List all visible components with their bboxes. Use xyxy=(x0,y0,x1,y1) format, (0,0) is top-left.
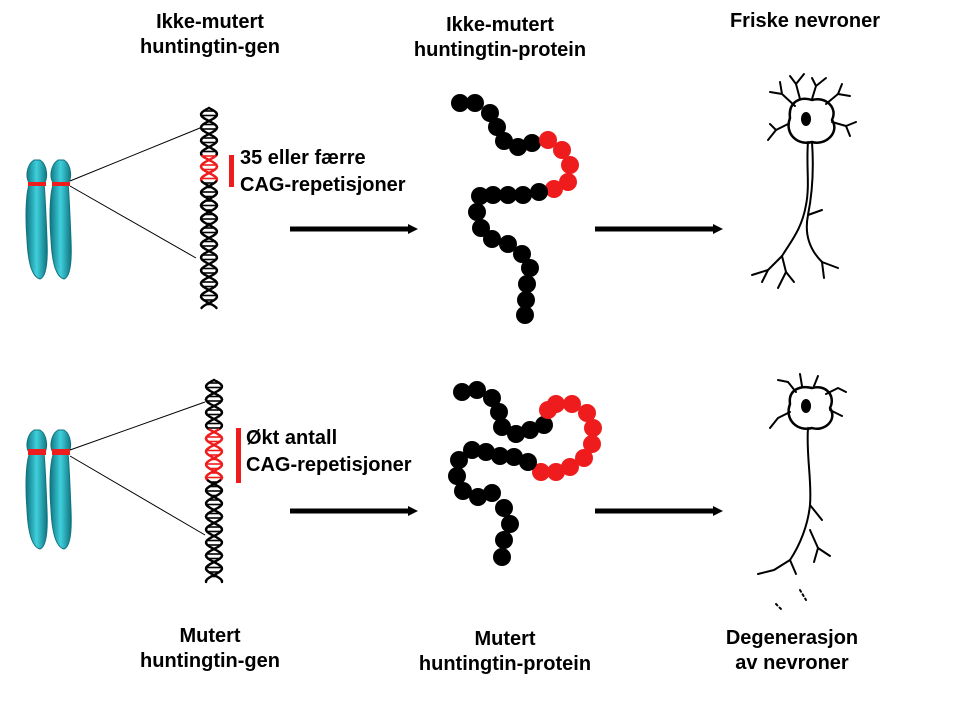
neurons-degenerating-line2: av nevroner xyxy=(735,652,849,674)
polyglutamine-bead xyxy=(539,131,557,149)
protein-chain-icon-normal xyxy=(451,94,579,324)
amino-acid-bead xyxy=(484,186,502,204)
amino-acid-bead xyxy=(490,403,508,421)
amino-acid-bead xyxy=(493,548,511,566)
amino-acid-bead xyxy=(523,134,541,152)
polyglutamine-bead xyxy=(553,141,571,159)
cag-bar-expanded xyxy=(236,428,241,483)
polyglutamine-bead xyxy=(532,463,550,481)
amino-acid-bead xyxy=(518,275,536,293)
cag-normal-line1: 35 eller færre xyxy=(240,147,366,169)
amino-acid-bead xyxy=(521,421,539,439)
neurons-degenerating-line1: Degenerasjon xyxy=(725,627,859,649)
amino-acid-bead xyxy=(472,219,490,237)
amino-acid-bead xyxy=(514,186,532,204)
amino-acid-bead xyxy=(495,499,513,517)
neurons-healthy-label: Friske nevroner xyxy=(705,9,905,34)
cag-expanded-label: Økt antall CAG-repetisjoner xyxy=(246,425,412,479)
amino-acid-bead xyxy=(517,291,535,309)
amino-acid-bead xyxy=(505,448,523,466)
protein-mutant-label: Mutert huntingtin-protein xyxy=(390,627,620,677)
amino-acid-bead xyxy=(499,235,517,253)
protein-mutant-label-line2: huntingtin-protein xyxy=(418,653,592,675)
gene-normal-label: Ikke-mutert huntingtin-gen xyxy=(115,10,305,60)
chromosome-icon-top xyxy=(25,159,72,280)
amino-acid-bead xyxy=(516,306,534,324)
amino-acid-bead xyxy=(519,453,537,471)
amino-acid-bead xyxy=(481,104,499,122)
amino-acid-bead xyxy=(483,484,501,502)
dna-helix-icon-normal xyxy=(199,106,219,310)
amino-acid-bead xyxy=(469,488,487,506)
gene-mutant-label: Mutert huntingtin-gen xyxy=(115,624,305,674)
amino-acid-bead xyxy=(483,230,501,248)
polyglutamine-bead xyxy=(561,156,579,174)
neuron-icon-healthy xyxy=(751,73,857,289)
neurons-healthy-label-text: Friske nevroner xyxy=(729,10,881,32)
amino-acid-bead xyxy=(521,259,539,277)
protein-chain-icon-mutant xyxy=(448,381,602,566)
amino-acid-bead xyxy=(453,383,471,401)
amino-acid-bead xyxy=(495,132,513,150)
amino-acid-bead xyxy=(483,389,501,407)
amino-acid-bead xyxy=(471,187,489,205)
amino-acid-bead xyxy=(513,245,531,263)
amino-acid-bead xyxy=(477,443,495,461)
amino-acid-bead xyxy=(468,381,486,399)
polyglutamine-bead xyxy=(559,173,577,191)
amino-acid-bead xyxy=(530,183,548,201)
polyglutamine-bead xyxy=(575,449,593,467)
cag-normal-line2: CAG-repetisjoner xyxy=(240,174,406,196)
polyglutamine-bead xyxy=(561,458,579,476)
polyglutamine-bead xyxy=(547,395,565,413)
cag-expanded-line2: CAG-repetisjoner xyxy=(246,454,412,476)
amino-acid-bead xyxy=(507,425,525,443)
chromosome-icon-bottom xyxy=(25,429,72,550)
amino-acid-bead xyxy=(509,138,527,156)
amino-acid-bead xyxy=(495,531,513,549)
amino-acid-bead xyxy=(491,447,509,465)
cag-expanded-line1: Økt antall xyxy=(246,427,338,449)
dna-helix-icon-mutant xyxy=(204,378,224,584)
zoom-line-bottom-upper xyxy=(69,401,206,451)
gene-mutant-label-line2: huntingtin-gen xyxy=(140,650,280,672)
amino-acid-bead xyxy=(466,94,484,112)
amino-acid-bead xyxy=(488,118,506,136)
gene-normal-label-line2: huntingtin-gen xyxy=(140,36,280,58)
cag-normal-label: 35 eller færre CAG-repetisjoner xyxy=(240,145,406,199)
polyglutamine-bead xyxy=(583,435,601,453)
amino-acid-bead xyxy=(499,186,517,204)
protein-mutant-label-line1: Mutert xyxy=(474,628,536,650)
polyglutamine-bead xyxy=(547,463,565,481)
amino-acid-bead xyxy=(468,203,486,221)
zoom-line-top-upper xyxy=(69,127,201,182)
neuron-icon-degenerating xyxy=(757,373,847,611)
amino-acid-bead xyxy=(463,441,481,459)
protein-normal-label: Ikke-mutert huntingtin-protein xyxy=(385,13,615,63)
zoom-line-top-lower xyxy=(69,185,197,259)
amino-acid-bead xyxy=(448,467,466,485)
amino-acid-bead xyxy=(450,451,468,469)
polyglutamine-bead xyxy=(545,180,563,198)
amino-acid-bead xyxy=(535,416,553,434)
amino-acid-bead xyxy=(454,482,472,500)
protein-normal-label-line1: Ikke-mutert xyxy=(446,14,554,36)
zoom-line-bottom-lower xyxy=(69,455,206,536)
amino-acid-bead xyxy=(493,418,511,436)
cag-bar-normal xyxy=(229,155,234,187)
gene-normal-label-line1: Ikke-mutert xyxy=(156,11,264,33)
protein-normal-label-line2: huntingtin-protein xyxy=(413,39,587,61)
polyglutamine-bead xyxy=(563,395,581,413)
polyglutamine-bead xyxy=(578,404,596,422)
amino-acid-bead xyxy=(451,94,469,112)
polyglutamine-bead xyxy=(584,419,602,437)
amino-acid-bead xyxy=(501,515,519,533)
gene-mutant-label-line1: Mutert xyxy=(179,625,241,647)
neurons-degenerating-label: Degenerasjon av nevroner xyxy=(692,626,892,676)
